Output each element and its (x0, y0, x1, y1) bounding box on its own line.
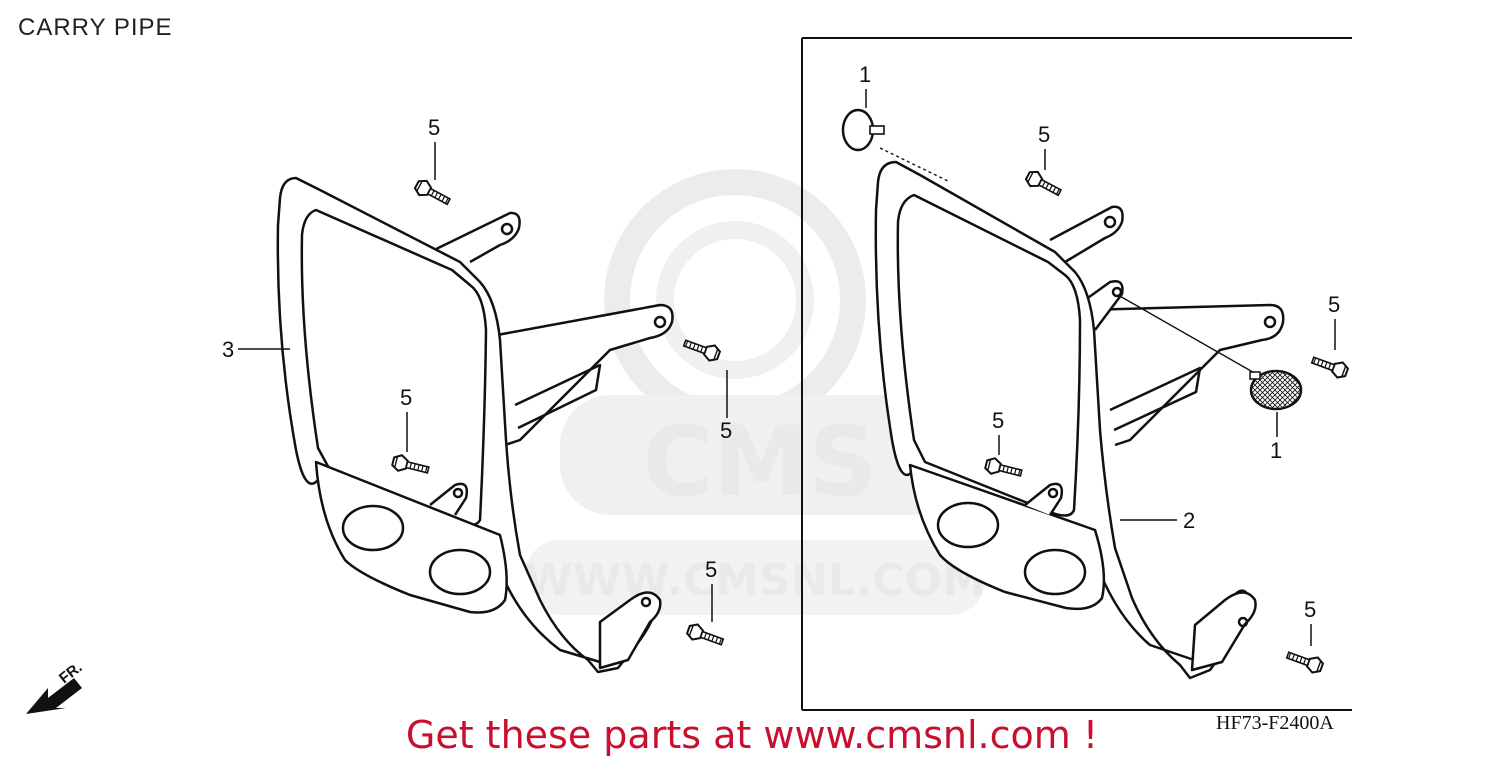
svg-text:5: 5 (1304, 597, 1316, 622)
callout-5-side: 5 (720, 370, 732, 443)
watermark-url-text: WWW.CMSNL.COM (524, 555, 986, 606)
diagram-title: CARRY PIPE (18, 14, 173, 41)
bolt-icon (1023, 167, 1065, 201)
callout-3: 3 (222, 337, 290, 362)
diagram-code: HF73-F2400A (1216, 712, 1334, 734)
callout-1-right: 1 (1270, 412, 1282, 463)
reflector-icon (841, 108, 885, 152)
watermark-logo-text: CMS (642, 406, 877, 518)
promo-link[interactable]: Get these parts at www.cmsnl.com ! (405, 713, 1099, 757)
callout-5-top: 5 (428, 115, 440, 180)
svg-text:5: 5 (720, 418, 732, 443)
svg-text:1: 1 (1270, 438, 1282, 463)
callout-5-bottom-right: 5 (1304, 597, 1316, 646)
svg-text:3: 3 (222, 337, 234, 362)
callout-5-side-right: 5 (1328, 292, 1340, 350)
carry-pipe-left (276, 176, 674, 674)
bolt-icon (412, 176, 454, 210)
callout-1-top: 1 (859, 62, 871, 108)
callout-5-bottom: 5 (705, 557, 717, 622)
bolt-icon (684, 621, 726, 651)
svg-text:5: 5 (1038, 122, 1050, 147)
svg-text:5: 5 (705, 557, 717, 582)
callout-5-top-right: 5 (1038, 122, 1050, 170)
carry-pipe-right (874, 147, 1285, 680)
svg-text:5: 5 (428, 115, 440, 140)
svg-text:5: 5 (400, 385, 412, 410)
front-direction-arrow-icon: FR. (26, 659, 86, 714)
reflector-icon (1249, 369, 1303, 411)
svg-text:5: 5 (992, 408, 1004, 433)
svg-text:1: 1 (859, 62, 871, 87)
front-marker-label: FR. (56, 659, 86, 687)
callout-5-middle: 5 (400, 385, 412, 452)
svg-text:5: 5 (1328, 292, 1340, 317)
callout-2: 2 (1120, 508, 1195, 533)
bolt-icon (1284, 646, 1326, 676)
callout-5-middle-right: 5 (992, 408, 1004, 455)
bolt-icon (1309, 351, 1351, 381)
svg-text:2: 2 (1183, 508, 1195, 533)
